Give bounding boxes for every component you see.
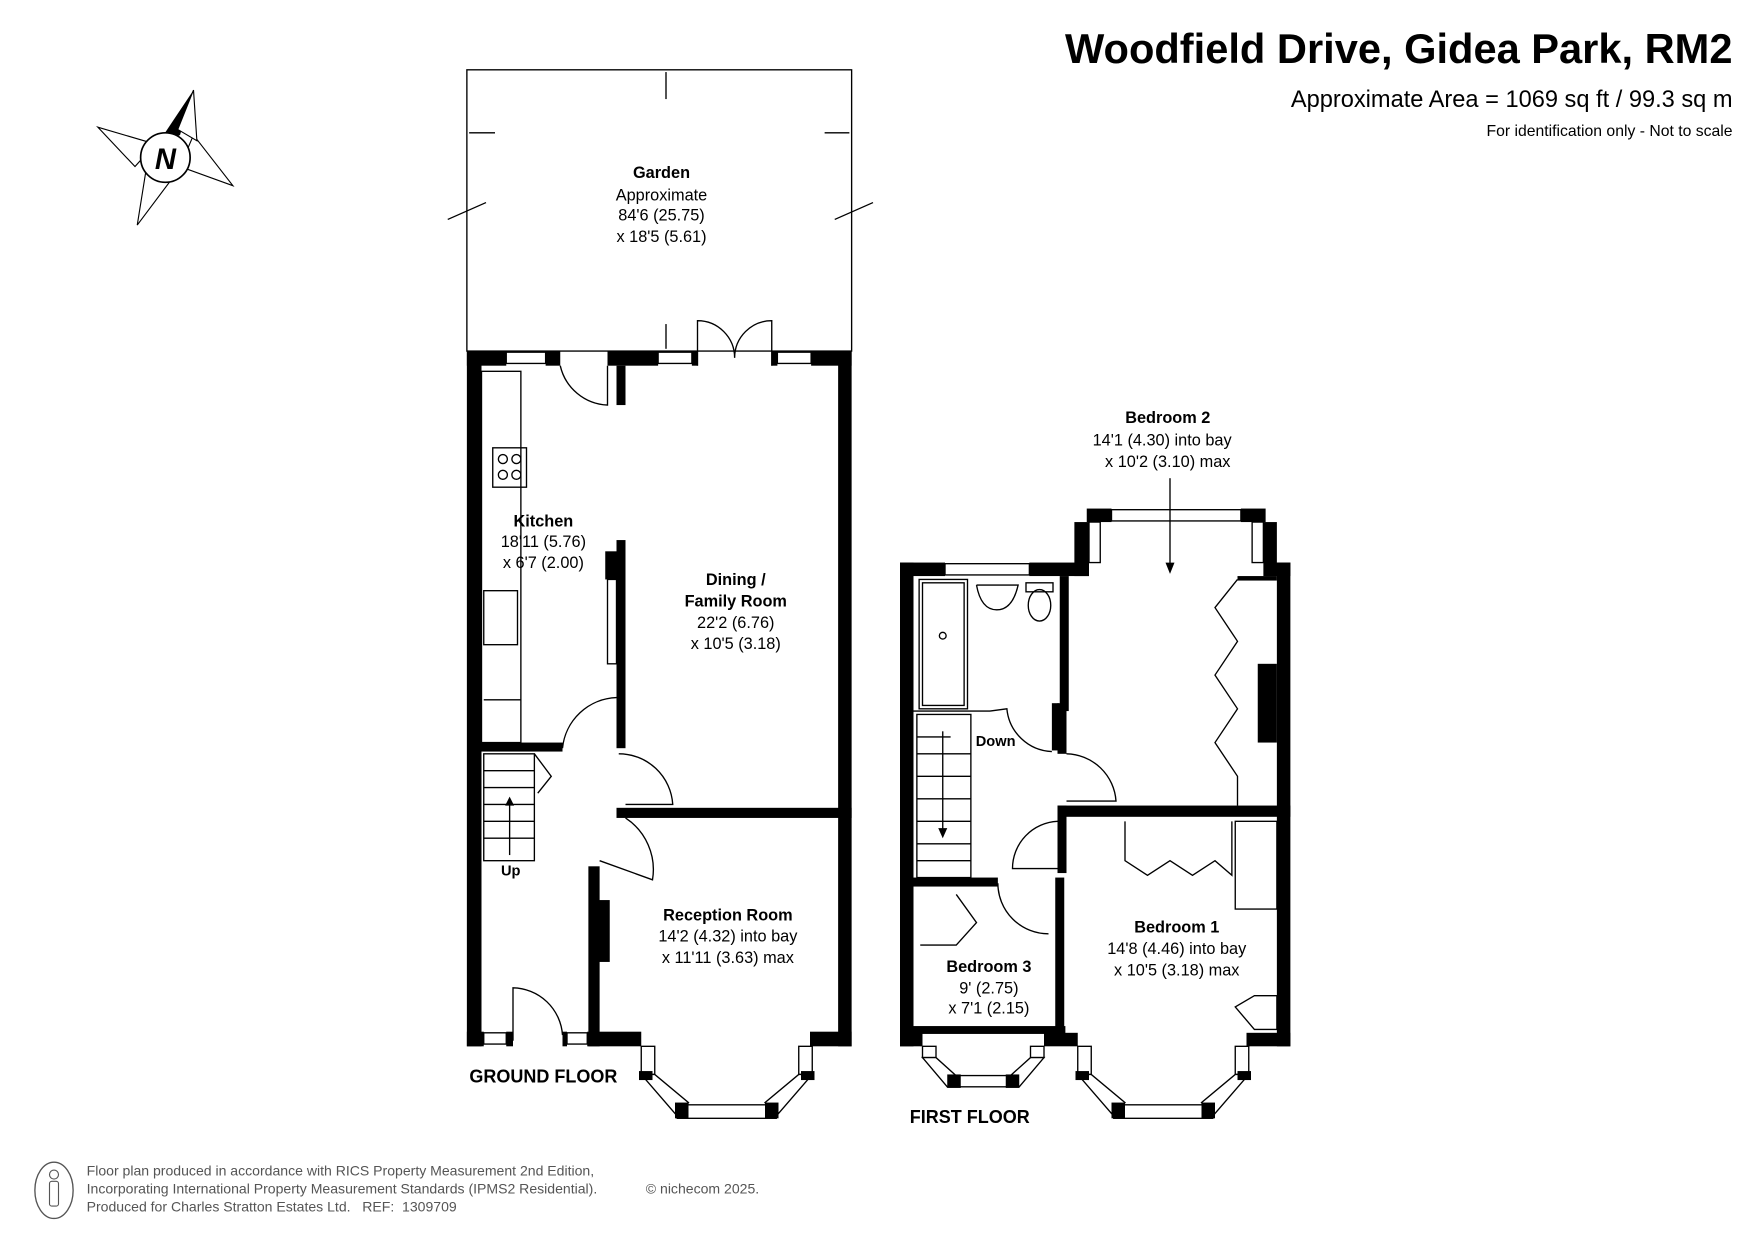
stairs-up [483,753,553,862]
bedroom3-width: x 7'1 (2.15) [948,1000,1029,1018]
footer-line-2: Incorporating International Property Mea… [87,1181,598,1197]
bedroom3-name: Bedroom 3 [946,958,1031,976]
reception-name: Reception Room [663,906,792,924]
reception-length: 14'2 (4.32) into bay [658,928,798,946]
bedroom2-length: 14'1 (4.30) into bay [1093,432,1233,450]
kitchen-width: x 6'7 (2.00) [503,554,584,572]
stairs-down [916,713,972,879]
kitchen-name: Kitchen [513,513,573,531]
garden-note: Approximate [616,186,707,204]
bedroom1-width: x 10'5 (3.18) max [1114,961,1239,979]
first-floor-label: FIRST FLOOR [910,1107,1030,1127]
bedroom1-name: Bedroom 1 [1134,919,1219,937]
page-title: Woodfield Drive, Gidea Park, RM2 [1065,25,1732,72]
bedroom2-width: x 10'2 (3.10) max [1105,453,1230,471]
dining-width: x 10'5 (3.18) [691,635,781,653]
area-text: Approximate Area = 1069 sq ft / 99.3 sq … [1291,87,1733,113]
stairs-down-label: Down [976,734,1016,750]
footer-copyright: © nichecom 2025. [646,1181,759,1197]
reception-bay-window [639,1045,815,1119]
garden-width: x 18'5 (5.61) [616,228,706,246]
bedroom1-length: 14'8 (4.46) into bay [1107,940,1247,958]
reception-width: x 11'11 (3.63) max [662,949,794,967]
disclaimer-text: For identification only - Not to scale [1487,123,1733,140]
footer: Floor plan produced in accordance with R… [34,1161,759,1220]
kitchen-length: 18'11 (5.76) [501,533,586,551]
ground-floor-label: GROUND FLOOR [469,1066,617,1086]
garden-length: 84'6 (25.75) [618,207,704,225]
footer-line-3: Produced for Charles Stratton Estates Lt… [87,1199,457,1215]
bedroom3-bay-window [921,1045,1046,1088]
garden-name: Garden [633,164,690,182]
compass-icon: N [96,89,235,226]
compass-label: N [155,144,177,176]
bedroom1-bay-window [1075,1045,1251,1119]
bedroom2-name: Bedroom 2 [1125,409,1210,427]
dining-length: 22'2 (6.76) [697,614,774,632]
first-floor-plan: Down [900,409,1291,1127]
footer-line-1: Floor plan produced in accordance with R… [87,1163,595,1179]
dining-name-2: Family Room [685,592,787,610]
dining-name-1: Dining / [706,571,766,589]
bedroom3-length: 9' (2.75) [959,979,1018,997]
stairs-up-label: Up [501,863,521,879]
person-icon [34,1161,74,1220]
ground-floor-plan: Up GROUND FLOOR Garden Approximate 84'6 … [447,69,874,1119]
